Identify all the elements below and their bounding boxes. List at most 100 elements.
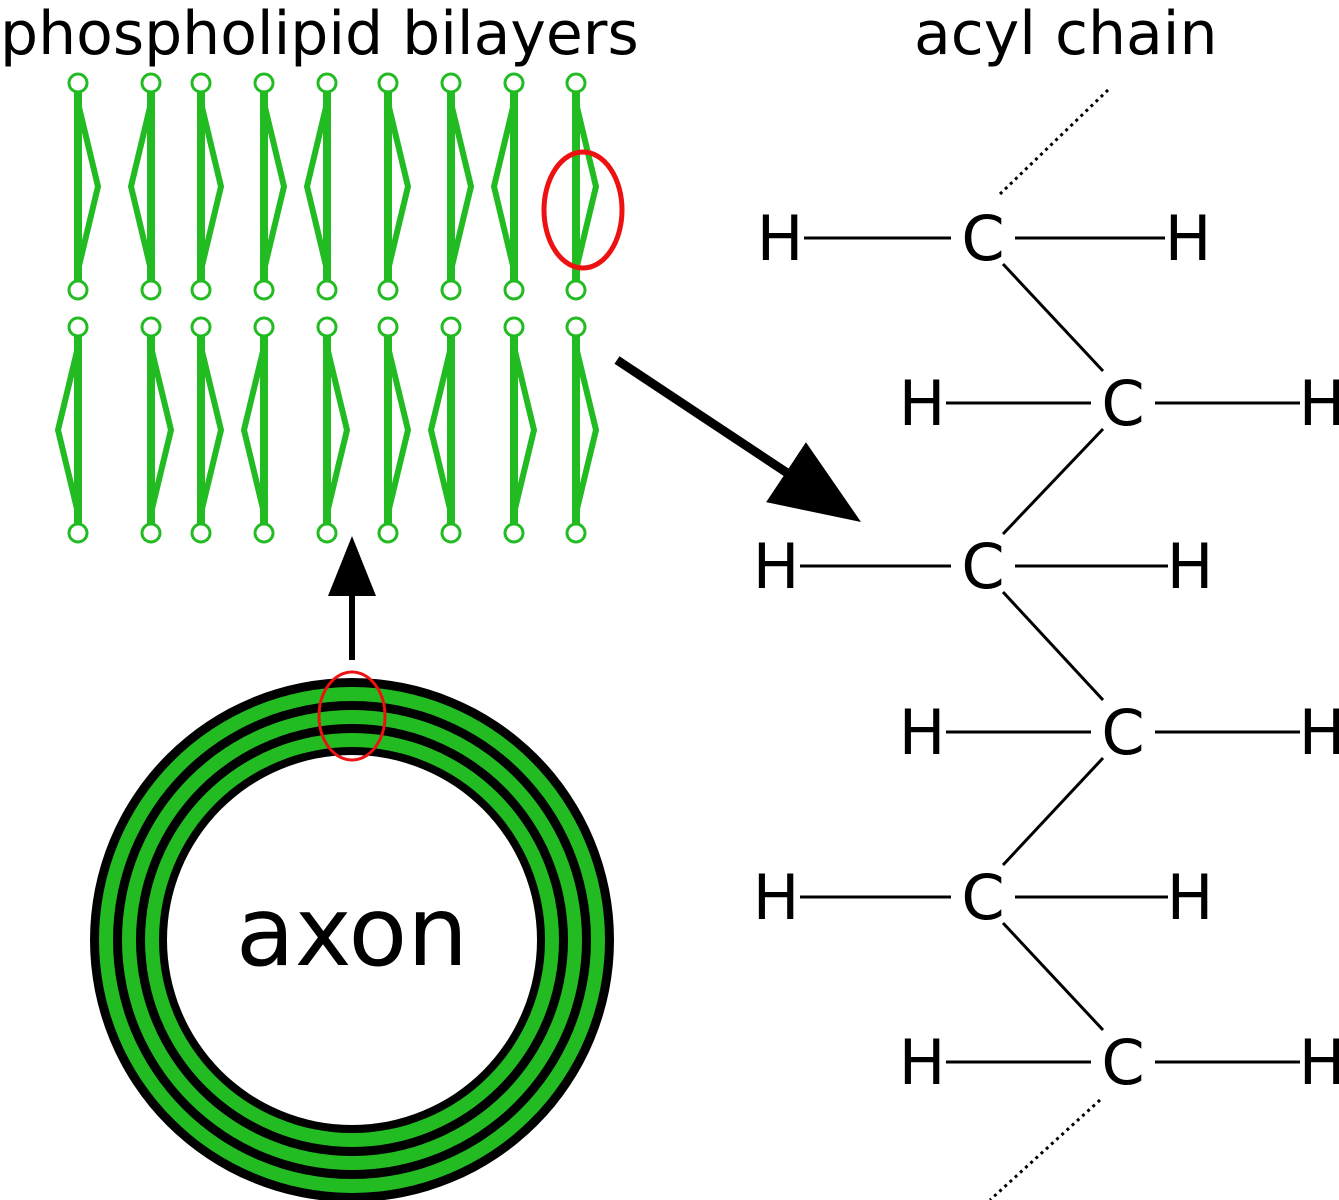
lipid-head [140, 279, 162, 301]
hydrogen-atom: H [1299, 696, 1339, 769]
zoom-arrow-right [614, 356, 861, 522]
lipid-kinked-tail [385, 346, 412, 514]
phospholipid [565, 72, 600, 301]
lipid-kinked-tail [427, 346, 454, 514]
lipid-kinked-tail [573, 102, 600, 271]
lipid-head [565, 316, 587, 338]
hydrogen-atom: H [899, 1026, 946, 1099]
hydrogen-atom: H [1167, 530, 1214, 603]
lipid-head [67, 72, 89, 94]
lipid-head [67, 279, 89, 301]
carbon-carbon-bond [1001, 921, 1105, 1032]
myelin-highlight-ellipse [317, 670, 387, 762]
lipid-head [190, 316, 212, 338]
lipid-head [316, 316, 338, 338]
lipid-head [503, 522, 525, 544]
phospholipid [440, 72, 475, 301]
phospholipid [54, 316, 89, 544]
lipid-head [190, 279, 212, 301]
lipid-head [140, 316, 162, 338]
lipid-head [316, 72, 338, 94]
lipid-head [377, 316, 399, 338]
lipid-head [140, 72, 162, 94]
chain-continuation-bottom [988, 1098, 1102, 1200]
hydrogen-atom: H [1299, 1026, 1339, 1099]
carbon-carbon-bond [1001, 427, 1105, 536]
lipid-head [503, 316, 525, 338]
lipid-head [565, 522, 587, 544]
lipid-kinked-tail [148, 346, 175, 514]
hydrogen-atom: H [1167, 861, 1214, 934]
lipid-head [503, 72, 525, 94]
carbon-atom: C [961, 530, 1004, 603]
lipid-kinked-tail [385, 102, 412, 271]
phospholipid [377, 316, 412, 544]
lipid-head [565, 279, 587, 301]
phospholipid [240, 316, 275, 544]
phospholipid [67, 72, 102, 301]
lipid-head [440, 522, 462, 544]
lipid-kinked-tail [240, 346, 267, 514]
phospholipid [503, 316, 538, 544]
phospholipid [303, 72, 338, 301]
carbon-carbon-bond [1001, 590, 1105, 702]
axon-interior [167, 755, 537, 1125]
chain-continuation-top [998, 88, 1110, 196]
phospholipid [565, 316, 600, 544]
hydrogen-atom: H [757, 202, 804, 275]
phospholipid [190, 72, 225, 301]
lipid-kinked-tail [573, 346, 600, 514]
lipid-kinked-tail [448, 102, 475, 271]
lipid-kinked-tail [490, 102, 517, 271]
axon-label: axon [236, 876, 468, 988]
lipid-head [190, 522, 212, 544]
phospholipid [316, 316, 351, 544]
carbon-atom: C [1101, 1026, 1144, 1099]
phospholipid [140, 316, 175, 544]
lipid-head [190, 72, 212, 94]
lipid-head [67, 522, 89, 544]
myelin-sheath [90, 678, 614, 1200]
lipid-head [440, 316, 462, 338]
lipid-head [377, 72, 399, 94]
hydrogen-atom: H [1299, 367, 1339, 440]
carbon-carbon-bond [1001, 756, 1105, 867]
lipid-kinked-tail [324, 346, 351, 514]
hydrogen-atom: H [753, 861, 800, 934]
hydrogen-atom: H [753, 530, 800, 603]
phospholipid-bilayers [54, 72, 600, 544]
lipid-head [440, 279, 462, 301]
lipid-head [440, 72, 462, 94]
lipid-head [253, 522, 275, 544]
lipid-head [67, 316, 89, 338]
acyl-chain-title: acyl chain [914, 0, 1218, 69]
lipid-head [377, 522, 399, 544]
lipid-kinked-tail [511, 346, 538, 514]
hydrogen-atom: H [899, 367, 946, 440]
lipid-head [253, 72, 275, 94]
lipid-head [253, 279, 275, 301]
phospholipid [127, 72, 162, 301]
carbon-atom: C [961, 202, 1004, 275]
phospholipid [427, 316, 462, 544]
phospholipid [490, 72, 525, 301]
lipid-highlight-ellipse [541, 149, 625, 271]
phospholipid [377, 72, 412, 301]
lipid-head [140, 522, 162, 544]
hydrogen-atom: H [1165, 202, 1212, 275]
lipid-head [377, 279, 399, 301]
lipid-head [316, 522, 338, 544]
lipid-kinked-tail [198, 346, 225, 514]
lipid-head [503, 279, 525, 301]
lipid-head [565, 72, 587, 94]
phospholipid [190, 316, 225, 544]
lipid-kinked-tail [198, 102, 225, 271]
carbon-carbon-bond [1001, 262, 1105, 373]
carbon-atom: C [1101, 696, 1144, 769]
lipid-head [316, 279, 338, 301]
lipid-kinked-tail [54, 346, 81, 514]
carbon-atom: C [961, 861, 1004, 934]
lipid-kinked-tail [303, 102, 330, 271]
